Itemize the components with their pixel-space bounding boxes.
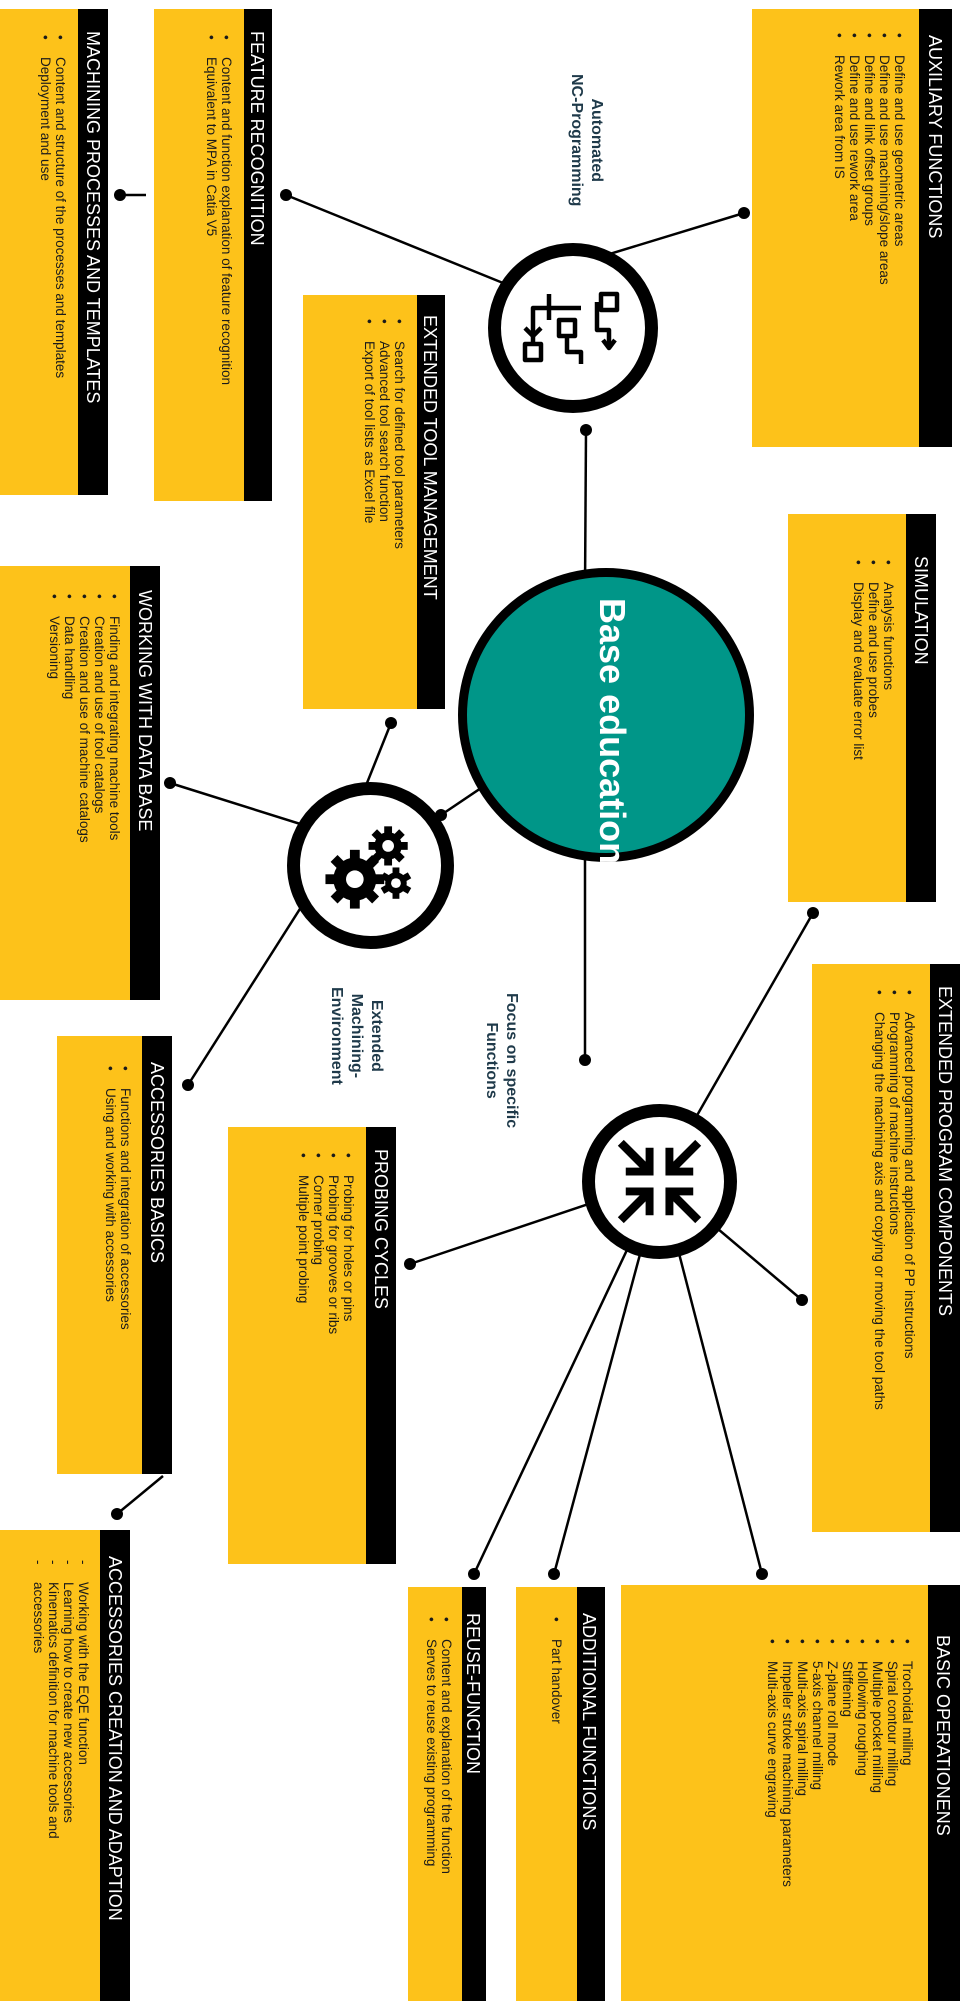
list-item: Programming of machine instructions <box>887 986 902 1410</box>
machining-processes-box: MACHINING PROCESSES AND TEMPLATES Conten… <box>0 9 108 495</box>
reuse-title: REUSE-FUNCTION <box>463 1613 483 1774</box>
list-item: Finding and integrating machine tools <box>107 590 122 843</box>
center-label: Base education <box>592 598 633 865</box>
list-item: Spiral contour milling <box>885 1635 900 1887</box>
list-item: Advanced programming and application of … <box>902 986 917 1410</box>
machining-title: MACHINING PROCESSES AND TEMPLATES <box>83 31 103 404</box>
list-item: Deployment and use <box>38 31 53 378</box>
list-item: Advanced tool search function <box>377 315 392 549</box>
list-item: Probing for grooves or ribs <box>326 1149 341 1334</box>
list-item: Corner probing <box>311 1149 326 1334</box>
working-with-database-box: WORKING WITH DATA BASE Finding and integ… <box>0 566 160 1000</box>
list-item: Versioning <box>47 590 62 843</box>
accessories-creation-list: Working with the EQE function Learning h… <box>31 1556 91 1839</box>
database-title: WORKING WITH DATA BASE <box>135 590 155 832</box>
accessories-creation-box: ACCESSORIES CREATION AND ADAPTION Workin… <box>0 1530 130 2001</box>
feature-recognition-box: FEATURE RECOGNITION Content and function… <box>154 9 272 501</box>
list-item: Content and function explanation of feat… <box>219 31 234 385</box>
probing-cycles-box: PROBING CYCLES Probing for holes or pins… <box>228 1127 396 1564</box>
list-item: Creation and use of machine catalogs <box>77 590 92 843</box>
database-list: Finding and integrating machine tools Cr… <box>47 590 122 843</box>
simulation-box: SIMULATION Analysis functions Define and… <box>788 514 936 902</box>
center-node: Base education <box>458 568 754 865</box>
list-item: Define and link offset groups <box>862 29 877 285</box>
list-item: Export of tool lists as Excel file <box>362 315 377 549</box>
reuse-list: Content and explanation of the function … <box>424 1613 454 1874</box>
list-item: Impeller stroke machining parameters <box>780 1635 795 1887</box>
automated-label: Automated NC-Programming <box>568 74 605 207</box>
list-item: Multiple pocket milling <box>870 1635 885 1887</box>
extended-program-components-box: EXTENDED PROGRAM COMPONENTS Advanced pro… <box>812 964 960 1532</box>
probing-title: PROBING CYCLES <box>371 1149 391 1310</box>
list-item: Define and use probes <box>866 556 881 760</box>
list-item: Data handling <box>62 590 77 843</box>
list-item: Trochoidal milling <box>900 1635 915 1887</box>
extended-env-hub <box>287 782 454 949</box>
list-item: Define and use machining/slope areas <box>877 29 892 285</box>
additional-list: Part handover <box>549 1613 564 1724</box>
arrows-inward-icon <box>617 1139 702 1224</box>
list-item: Functions and integration of accessories <box>118 1062 133 1330</box>
list-item: Define and use rework area <box>847 29 862 285</box>
list-item: Creation and use of tool catalogs <box>92 590 107 843</box>
feature-title: FEATURE RECOGNITION <box>247 31 267 246</box>
ext-program-list: Advanced programming and application of … <box>872 986 917 1410</box>
basic-ops-list: Trochoidal milling Spiral contour millin… <box>765 1635 915 1887</box>
list-item: Search for defined tool parameters <box>392 315 407 549</box>
extended-tool-management-box: EXTENDED TOOL MANAGEMENT Search for defi… <box>303 295 445 709</box>
additional-functions-box: ADDITIONAL FUNCTIONS Part handover <box>516 1587 605 2001</box>
flowchart-icon <box>522 291 620 364</box>
list-item: Content and explanation of the function <box>439 1613 454 1874</box>
auxiliary-functions-box: AUXILIARY FUNCTIONS Define and use geome… <box>752 9 952 447</box>
ext-tool-list: Search for defined tool parameters Advan… <box>362 315 407 549</box>
basic-operations-box: BASIC OPERATIONENS Trochoidal milling Sp… <box>621 1585 960 2001</box>
list-item: Display and evaluate error list <box>851 556 866 760</box>
simulation-title: SIMULATION <box>911 556 931 665</box>
list-item: Analysis functions <box>881 556 896 760</box>
list-item: Using and working with accessories <box>103 1062 118 1330</box>
ext-tool-title: EXTENDED TOOL MANAGEMENT <box>420 315 440 600</box>
list-item: Changing the machining axis and copying … <box>872 986 887 1410</box>
list-item: Rework area from IS <box>832 29 847 285</box>
machining-list: Content and structure of the processes a… <box>38 31 68 378</box>
list-item: Learning how to create new accessories <box>61 1556 76 1839</box>
list-item: Content and structure of the processes a… <box>53 31 68 378</box>
feature-list: Content and function explanation of feat… <box>204 31 234 385</box>
list-item: Hollowing roughing <box>855 1635 870 1887</box>
list-item: Serves to reuse existing programming <box>424 1613 439 1874</box>
extended-env-label: Extended Machining- Environment <box>328 987 385 1085</box>
additional-title: ADDITIONAL FUNCTIONS <box>579 1613 599 1831</box>
accessories-creation-title: ACCESSORIES CREATION AND ADAPTION <box>105 1556 125 1921</box>
auxiliary-title: AUXILIARY FUNCTIONS <box>925 35 945 239</box>
basic-ops-title: BASIC OPERATIONENS <box>933 1635 953 1836</box>
ext-program-title: EXTENDED PROGRAM COMPONENTS <box>935 986 955 1317</box>
list-item: Multi-axis curve engraving <box>765 1635 780 1887</box>
list-item: Working with the EQE function <box>76 1556 91 1839</box>
list-item: Multiple point probing <box>296 1149 311 1334</box>
list-item: Equivalent to MPA in Catia V5 <box>204 31 219 385</box>
auxiliary-list: Define and use geometric areas Define an… <box>832 29 907 285</box>
list-item: Multi-axis spiral milling <box>795 1635 810 1887</box>
list-item: 5-axis channel milling <box>810 1635 825 1887</box>
list-item: accessories <box>31 1556 46 1839</box>
probing-list: Probing for holes or pins Probing for gr… <box>296 1149 356 1334</box>
list-item: Stiffening <box>840 1635 855 1887</box>
gears-icon <box>325 826 412 909</box>
focus-hub <box>582 1104 737 1259</box>
list-item: Kinematics definition for machine tools … <box>46 1556 61 1839</box>
accessories-basics-title: ACCESSORIES BASICS <box>147 1062 167 1264</box>
accessories-basics-box: ACCESSORIES BASICS Functions and integra… <box>57 1036 172 1474</box>
accessories-basics-list: Functions and integration of accessories… <box>103 1062 133 1330</box>
focus-label: Focus on specific Functions <box>483 993 520 1129</box>
list-item: Z-plane roll mode <box>825 1635 840 1887</box>
simulation-list: Analysis functions Define and use probes… <box>851 556 896 760</box>
list-item: Part handover <box>549 1613 564 1724</box>
automated-hub <box>488 243 658 413</box>
list-item: Probing for holes or pins <box>341 1149 356 1334</box>
list-item: Define and use geometric areas <box>892 29 907 285</box>
reuse-function-box: REUSE-FUNCTION Content and explanation o… <box>408 1587 486 2001</box>
